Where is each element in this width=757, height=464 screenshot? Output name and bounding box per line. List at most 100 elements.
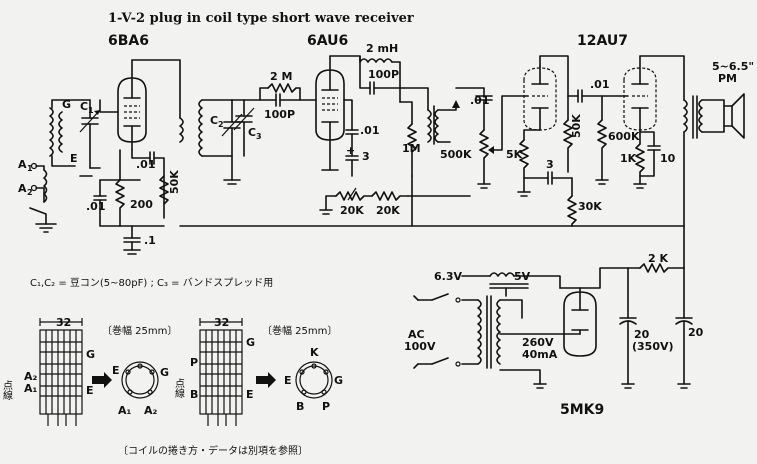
tube-label-rf: 6BA6	[108, 33, 149, 49]
coil1-dim: 32	[56, 316, 71, 329]
label-cap-100p-b: 100P	[368, 68, 399, 81]
label-ac-100v: 100V	[404, 340, 436, 353]
pin1-e: E	[112, 364, 120, 377]
label-cap-01b: .01	[86, 200, 106, 213]
label-cap-01c: .01	[360, 124, 380, 137]
tube-label-af: 12AU7	[577, 33, 628, 49]
tube-6ba6	[99, 59, 147, 151]
label-cap-01a: .01	[136, 158, 156, 171]
detector-plate-circuit	[329, 55, 460, 177]
label-cap-10: 10	[660, 152, 676, 165]
output-stage	[633, 55, 745, 227]
pin2-e: E	[284, 374, 292, 387]
power-supply	[413, 272, 581, 389]
tuning-capacitors-c2-c3	[221, 99, 255, 185]
label-r-2m: 2 M	[270, 70, 292, 83]
tuning-capacitor-c1	[79, 99, 101, 169]
label-secondary-ma: 40mA	[522, 348, 558, 361]
label-e: E	[70, 152, 78, 165]
coil-form-1	[39, 318, 83, 426]
tube-label-rect: 5MK9	[560, 402, 604, 418]
label-g: G	[62, 98, 71, 111]
label-r-5k: 5K	[506, 148, 523, 161]
label-cap-1: .1	[144, 234, 156, 247]
label-r-20k-b: 20K	[376, 204, 400, 217]
coil2-dim: 32	[214, 316, 229, 329]
input-coil	[43, 99, 91, 203]
label-r-30k: 30K	[578, 200, 602, 213]
antenna-terminals	[29, 162, 57, 233]
b-plus-rail	[179, 195, 685, 269]
label-c1: C	[80, 100, 88, 113]
pin1-a2: A₂	[144, 404, 158, 417]
coil2-p: P	[190, 356, 198, 369]
label-cap-01e: .01	[590, 78, 610, 91]
coil2-winding: 〔巻幅 25mm〕	[262, 324, 337, 337]
rf-transformer	[179, 99, 233, 157]
label-cap-01d: .01	[470, 94, 490, 107]
coil2-b: B	[190, 388, 198, 401]
label-l-2mh: 2 mH	[366, 42, 398, 55]
coil1-a1: A₁	[24, 382, 38, 395]
label-pot-500k: 500K	[440, 148, 472, 161]
label-speaker-size: 5~6.5"	[712, 60, 754, 73]
pin2-k: K	[310, 346, 319, 359]
label-a1-sub: 1	[27, 164, 33, 173]
coil1-e: E	[86, 384, 94, 397]
label-cap-100p-a: 100P	[264, 108, 295, 121]
label-6-3v: 6.3V	[434, 270, 462, 283]
label-c1-sub: 1	[88, 106, 94, 115]
label-ac: AC	[408, 328, 425, 341]
tube-12au7-b	[619, 55, 657, 131]
label-c2-sub: 2	[218, 120, 224, 129]
label-cap-20a-v: (350V)	[632, 340, 674, 353]
tube-label-det: 6AU6	[307, 33, 348, 49]
label-cap-3b: 3	[546, 158, 554, 171]
coil2-e: E	[246, 388, 254, 401]
label-r-20k-a: 20K	[340, 204, 364, 217]
coil-data-note: 〔コイルの捲き方・データは別項を参照〕	[118, 444, 308, 457]
label-c2: C	[210, 114, 218, 127]
volume-control	[455, 87, 529, 189]
coil2-side: 点線	[173, 378, 185, 398]
rf-cathode-network	[79, 149, 169, 255]
label-cap-20a: 20	[634, 328, 650, 341]
screen-network	[319, 99, 471, 215]
label-speaker-pm: PM	[718, 72, 737, 85]
coil1-a2: A₂	[24, 370, 38, 383]
pin2-b: B	[296, 400, 304, 413]
pin1-a1: A₁	[118, 404, 132, 417]
label-r-1k: 1K	[620, 152, 637, 165]
filter-section	[619, 263, 693, 389]
coil1-g: G	[86, 348, 95, 361]
label-r-50k-a: 50K	[168, 170, 181, 194]
pin2-g: G	[334, 374, 343, 387]
coil2-g: G	[246, 336, 255, 349]
label-a1: A	[18, 158, 27, 171]
pin1-g: G	[160, 366, 169, 379]
label-r-1m: 1M	[402, 142, 421, 155]
af1-network	[517, 55, 621, 227]
label-cap-20b: 20	[688, 326, 704, 339]
label-c3-sub: 3	[256, 132, 262, 141]
grid-leak	[243, 83, 317, 107]
tube-12au7-a	[523, 65, 557, 131]
pin-diagram-2	[295, 361, 333, 399]
pin2-p: P	[322, 400, 330, 413]
coil1-side: 点線	[1, 380, 13, 400]
label-secondary-v: 260V	[522, 336, 554, 349]
label-cap-plus: +	[346, 144, 355, 157]
label-r-2k: 2 K	[648, 252, 668, 265]
label-a2: A	[18, 182, 27, 195]
label-5v: 5V	[514, 270, 531, 283]
label-r-50k-b: 50K	[570, 114, 583, 138]
pin-diagram-1	[121, 361, 159, 399]
label-r-200: 200	[130, 198, 153, 211]
label-cap-3a: 3	[362, 150, 370, 163]
arrow-2	[256, 372, 276, 388]
capacitor-note: C₁,C₂ = 豆コン(5~80pF) ; C₃ = バンドスプレッド用	[30, 277, 273, 289]
tube-6au6	[315, 55, 345, 171]
label-r-600k: 600K	[608, 130, 640, 143]
